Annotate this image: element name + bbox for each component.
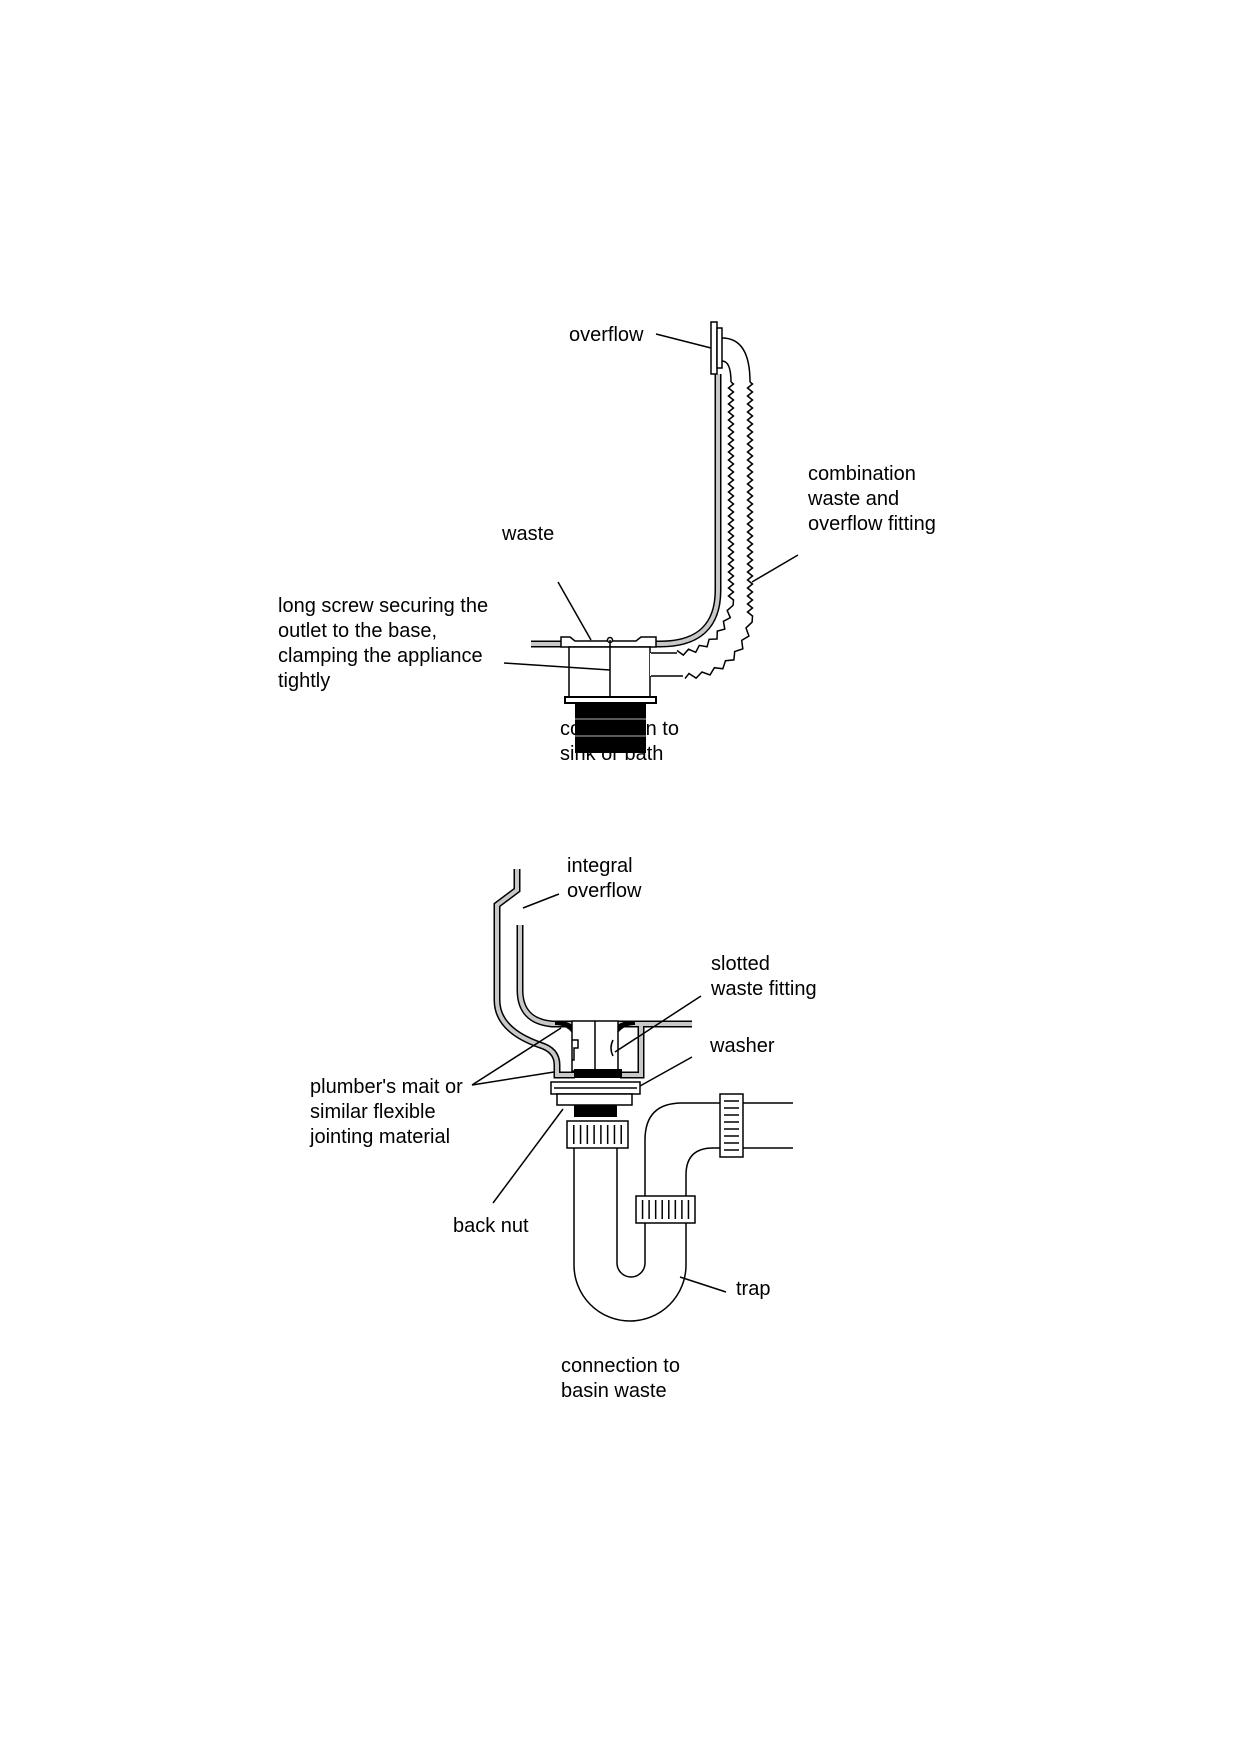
bath-outline [531, 374, 722, 648]
back-nut [556, 1093, 633, 1106]
leader-slotted [614, 995, 702, 1053]
coupling-nut-right [719, 1093, 744, 1158]
corrugated-overflow-tube [650, 337, 754, 680]
leader-washer [639, 1056, 693, 1087]
overflow-plate [710, 321, 718, 375]
leader-plumbers-2 [471, 1071, 555, 1086]
coupling-nut-leg [635, 1195, 696, 1224]
leader-integral-overflow [522, 893, 560, 909]
coupling-nut-top [566, 1120, 629, 1149]
waste-fitting [560, 636, 657, 753]
leader-back-nut [492, 1108, 564, 1204]
leader-combination [751, 554, 799, 583]
washer-black [574, 1069, 622, 1078]
label-overflow: overflow [569, 324, 644, 346]
leader-trap [679, 1276, 727, 1293]
leader-long-screw [503, 662, 611, 671]
leader-overflow [655, 333, 712, 349]
threaded-outlet [575, 703, 646, 753]
back-nut-plate [564, 696, 657, 704]
label-waste: waste [501, 523, 554, 545]
slotted-waste-fitting [550, 1020, 641, 1117]
label-back-nut: back nut [453, 1215, 529, 1237]
label-trap: trap [736, 1278, 770, 1300]
trap [566, 1093, 793, 1322]
leader-waste [557, 581, 592, 641]
label-washer: washer [709, 1035, 775, 1057]
leader-plumbers-1 [471, 1027, 562, 1086]
